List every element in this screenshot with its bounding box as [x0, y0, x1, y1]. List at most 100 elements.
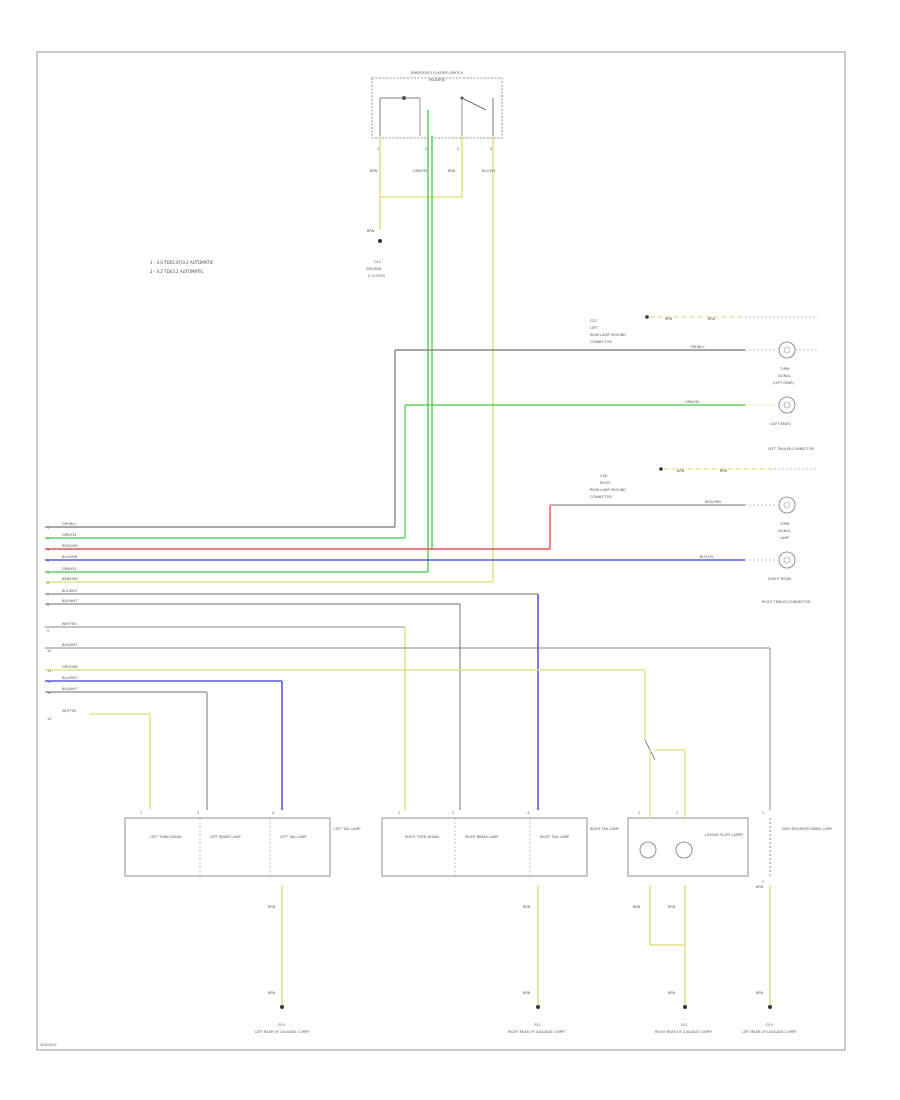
pin-1: 1 — [47, 526, 49, 530]
wire-label-8: BLK/WHT — [62, 599, 78, 603]
license-pin-1: 1 — [638, 811, 640, 815]
right-tail-pin-4: 4 — [527, 811, 529, 815]
right-turn-signal-part: RIGHT TURN SIGNAL — [405, 835, 440, 839]
license-pin-2: 2 — [676, 811, 678, 815]
left-connector-pins: 1 2 3 4 5 6 7 8 9 10 11 12 13 14 — [47, 526, 51, 721]
license-plate-lamps-box: LICENSE PLATE LAMPS 1 2 — [627, 811, 749, 877]
left-rear-lamp-2: GRN/YEL (LEFT REAR) — [685, 396, 796, 426]
ground-g10-left-2: G10 LEFT REAR OF LUGGAGE COMPT — [742, 1005, 798, 1034]
left-wire-labels: GRY/BLU GRN/YEL RED/GRN BLU/GRN GRN/YEL … — [62, 522, 79, 713]
pin-9: 9 — [47, 629, 49, 633]
left-lamp2-name: (LEFT REAR) — [770, 422, 792, 426]
wire-label-3: RED/GRN — [62, 544, 78, 548]
left-lamp-name: TURN — [779, 367, 790, 371]
pin-4: 4 — [47, 559, 49, 563]
top-ground-sub1: GROUND — [366, 267, 382, 271]
wire-label-6: BRN/GRN — [62, 577, 78, 581]
right-rear-ground-code: G28 — [600, 474, 607, 478]
ground-2-sub: RIGHT REAR OF LUGGAGE COMPT — [508, 1030, 566, 1034]
right-rear-ground-connector: LEFT TRAILER CONNECTOR BRN BRN G28 RIGHT… — [590, 447, 818, 499]
wire-label-2: GRN/YEL — [62, 533, 77, 537]
left-tail-pin-4: 4 — [272, 811, 274, 815]
ground-1-sub: LEFT REAR OF LUGGAGE COMPT — [255, 1030, 311, 1034]
wire-label-1: GRY/BLU — [62, 522, 77, 526]
left-lamp-wire: GRY/BLU — [690, 345, 705, 349]
left-tail-lamp-box: LEFT TAIL LAMP LEFT TURN SIGNAL LEFT BRA… — [124, 811, 360, 877]
left-lamp-sub: SIGNAL — [778, 374, 791, 378]
high-mount-pin-1: 1 — [762, 811, 764, 815]
right-trailer-connector-label: RIGHT TRAILER CONNECTOR — [762, 600, 811, 604]
right-tail-lamp-part: RIGHT TAIL LAMP — [540, 835, 569, 839]
top-wire-color-2: GRN/YEL — [413, 169, 428, 173]
right-rear-turn-lamp: RED/GRN TURN SIGNAL LAMP — [705, 496, 796, 540]
right-tail-pin-1: 1 — [398, 811, 400, 815]
wire-label-9: WHT/YEL — [62, 622, 77, 626]
right-lamp2-name: (RIGHT REAR) — [768, 577, 792, 581]
ground-wire-label-9: BRN — [756, 991, 764, 995]
left-rear-ground-sub2: CONNECTOR — [590, 340, 612, 344]
left-rear-ground-connector: BRN BRN G27 LEFT REAR LAMP GROUND CONNEC… — [590, 315, 818, 344]
right-lamp2-wire: BLU/YEL — [700, 555, 714, 559]
right-tail-lamp-box: RIGHT TAIL LAMP RIGHT TURN SIGNAL RIGHT … — [381, 811, 619, 877]
right-rear-ground-wire-1: BRN — [677, 469, 685, 473]
hazard-switch-sublabel: (HAZARD) — [428, 78, 446, 82]
left-tail-lamp-name: LEFT TAIL LAMP — [334, 827, 360, 831]
wire-label-7: BLU/WHT — [62, 589, 79, 593]
pin-5: 5 — [47, 571, 49, 575]
pin-11: 11 — [47, 669, 51, 673]
right-rear-ground-sub1: REAR LAMP GROUND — [590, 488, 626, 492]
ground-wire-label-6: BRN — [268, 991, 276, 995]
wire-label-10: BLK/WHT — [62, 643, 78, 647]
hazard-pin-2: 2 — [425, 147, 427, 151]
right-lamp-wire: RED/GRN — [705, 500, 721, 504]
left-rear-ground-code: G27 — [590, 319, 597, 323]
left-brake-lamp-part: LEFT BRAKE LAMP — [210, 835, 241, 839]
right-lamp-name: TURN — [779, 522, 790, 526]
hazard-switch-label: EMERGENCY FLASHER SWITCH — [411, 71, 464, 75]
ground-3-sub: RIGHT REAR OF LUGGAGE COMPT — [655, 1030, 713, 1034]
left-tail-pin-1: 1 — [140, 811, 142, 815]
wire-label-14: WHT/YEL — [62, 709, 77, 713]
hazard-pin-4: 4 — [490, 147, 492, 151]
wire-label-13: BLU/WHT — [62, 687, 79, 691]
high-mount-pin-2: 2 — [762, 880, 764, 884]
left-tail-pin-3: 3 — [197, 811, 199, 815]
right-tail-lamp-name: RIGHT TAIL LAMP — [590, 827, 619, 831]
left-rear-ground-wire-1: BRN — [665, 317, 673, 321]
hazard-pin-1: 1 — [377, 147, 379, 151]
ground-wire-label-5: BRN — [756, 885, 764, 889]
ground-g11-right-1: G11 RIGHT REAR OF LUGGAGE COMPT — [508, 1005, 566, 1034]
ground-wire-label-1: BRN — [268, 905, 276, 909]
wire-label-12: BLU/RED — [62, 676, 77, 680]
pin-13: 13 — [47, 691, 51, 695]
top-wire-color-3: BRN — [448, 169, 456, 173]
footer-code: W/D0002 — [40, 1043, 57, 1047]
right-lamp-label: LAMP — [780, 536, 789, 540]
wire-label-5: GRN/YEL — [62, 567, 77, 571]
high-mounted-brake-lamp-name: HIGH MOUNTED BRAKE LAMP — [782, 827, 832, 831]
ground-3-name: G11 — [681, 1023, 688, 1027]
left-lamp2-wire: GRN/YEL — [685, 400, 700, 404]
ground-wire-label-2: BRN — [523, 905, 531, 909]
wire-label-4: BLU/GRN — [62, 555, 78, 559]
top-ground-name: G12 — [374, 260, 381, 264]
left-rear-ground-sub1: REAR LAMP GROUND — [590, 333, 626, 337]
pin-7: 7 — [47, 593, 49, 597]
ground-4-name: G10 — [766, 1023, 773, 1027]
right-lamp-sub: SIGNAL — [778, 529, 791, 533]
left-tail-lamp-part: LEFT TAIL LAMP — [280, 835, 306, 839]
ground-wire-label-3: BRN — [633, 905, 641, 909]
pin-8: 8 — [47, 603, 49, 607]
diagram-frame — [36, 51, 846, 1051]
right-rear-ground-wire-2: BRN — [720, 469, 728, 473]
pin-3: 3 — [47, 548, 49, 552]
left-trailer-connector-label: LEFT TRAILER CONNECTOR — [768, 447, 815, 451]
left-rear-ground-name: LEFT — [590, 326, 599, 330]
ground-wire-label-7: BRN — [523, 991, 531, 995]
pin-14: 14 — [47, 717, 51, 721]
right-rear-ground-sub2: CONNECTOR — [590, 495, 612, 499]
ground-wire-label-4: BRN — [668, 905, 676, 909]
right-rear-ground-name: RIGHT — [600, 481, 612, 485]
left-lamp-label: (LEFT REAR) — [773, 381, 795, 385]
